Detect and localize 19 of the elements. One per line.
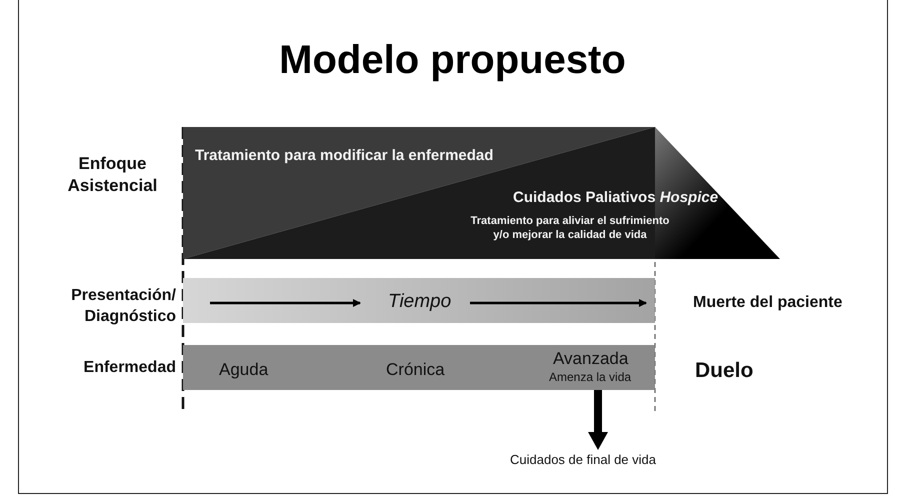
- row-label: Presentación/ Diagnóstico: [70, 286, 176, 327]
- text-label: Tratamiento para aliviar el sufrimiento y/o mejorar la calidad de vida: [470, 215, 670, 242]
- text-label: Amenza la vida: [549, 370, 632, 385]
- row-label: Enfermedad: [82, 358, 176, 378]
- text-label: Cuidados Paliativos Hospice: [513, 189, 718, 208]
- row-label: Duelo: [695, 358, 754, 384]
- row-label: Muerte del paciente: [693, 293, 844, 313]
- text-label: Tiempo: [388, 290, 452, 314]
- title: Modelo propuesto: [278, 38, 627, 83]
- arrow: [588, 390, 608, 450]
- row-label: Enfoque Asistencial: [66, 153, 158, 198]
- text-label: Tratamiento para modificar la enfermedad: [195, 147, 494, 166]
- disease-bar: [183, 345, 655, 390]
- text-label: Cuidados de final de vida: [510, 452, 656, 468]
- text-label: Crónica: [386, 359, 445, 380]
- palliative-care-area: [183, 127, 780, 259]
- text-label: Aguda: [219, 359, 268, 380]
- time-bar: [183, 278, 655, 323]
- text-label: Avanzada: [553, 348, 628, 370]
